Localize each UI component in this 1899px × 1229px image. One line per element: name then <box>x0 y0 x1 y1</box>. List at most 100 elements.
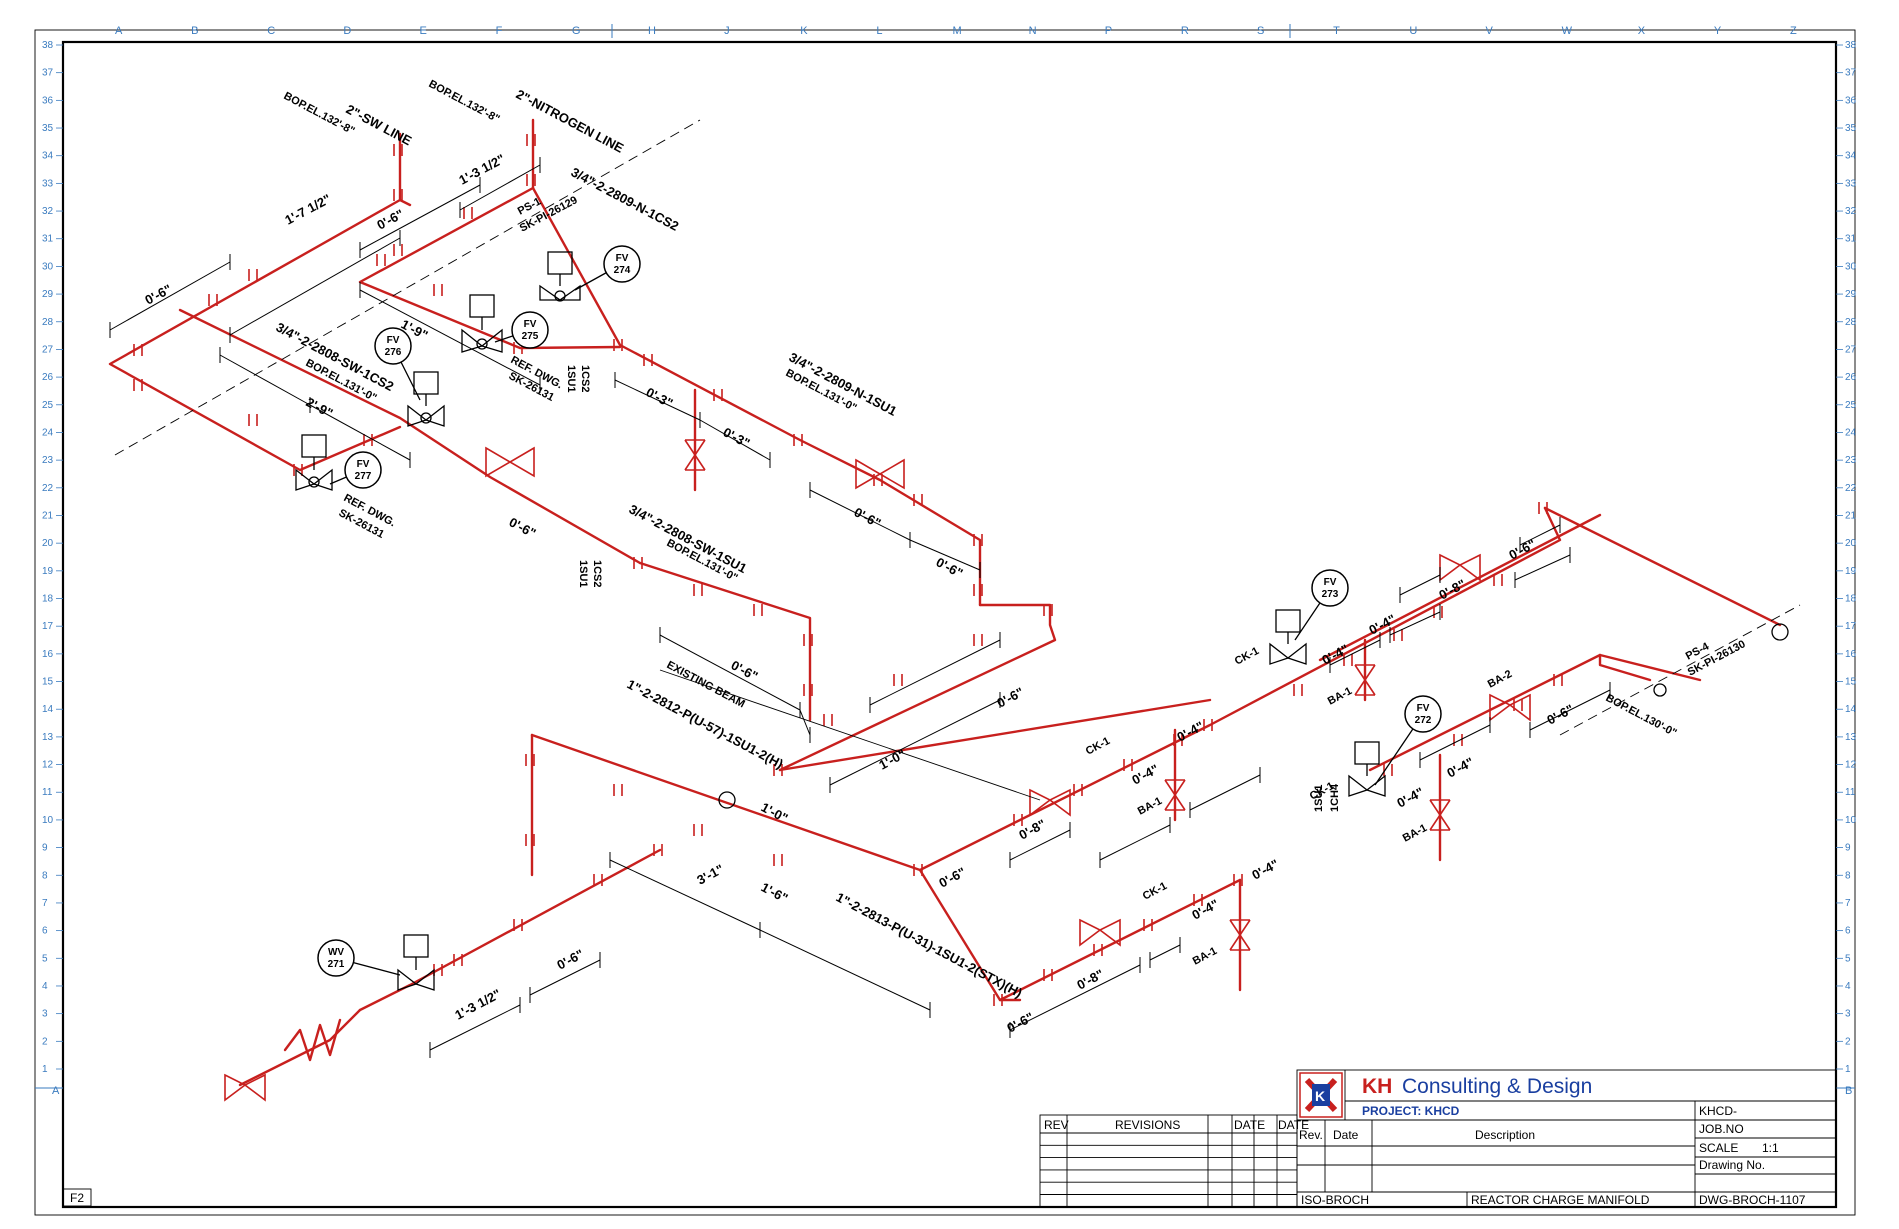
grid-number-left: 30 <box>42 261 54 272</box>
dimension-d34: 0'-6" <box>1544 701 1576 727</box>
dimension-line <box>1189 774 1261 811</box>
grid-letter-top: V <box>1485 25 1493 37</box>
grid-number-left: 36 <box>42 95 54 106</box>
flange <box>1123 759 1133 771</box>
grid-number-right: 33 <box>1845 178 1857 189</box>
flange <box>1073 784 1083 796</box>
grid-number-right: 31 <box>1845 234 1857 245</box>
tag-fv276-type: FV <box>387 335 400 346</box>
flange <box>693 584 703 596</box>
dimension-line <box>609 859 761 931</box>
flange <box>463 207 473 219</box>
grid-number-left: 22 <box>42 483 54 494</box>
grid-number-left: 7 <box>42 898 48 909</box>
company-name-kh: KH <box>1362 1075 1392 1098</box>
grid-number-left: 15 <box>42 677 54 688</box>
flange <box>793 434 803 446</box>
control-valve-fv275 <box>461 294 503 353</box>
flange <box>823 714 833 726</box>
dimension-d22: 0'-4" <box>1129 761 1161 787</box>
control-valve-fv273 <box>1269 609 1307 665</box>
flange <box>133 379 143 391</box>
flange <box>1043 604 1053 616</box>
grid-number-left: 23 <box>42 455 54 466</box>
grid-letter-top: K <box>800 25 808 37</box>
dimension-d1: 1'-7 1/2" <box>282 191 333 228</box>
flange <box>1143 919 1153 931</box>
revisions-date-header-2: DATE <box>1278 1118 1309 1132</box>
scale-value: 1:1 <box>1762 1141 1779 1155</box>
dimension-lines <box>109 157 1611 1058</box>
dimension-line <box>829 699 1001 786</box>
grid-letter-top: R <box>1181 25 1189 37</box>
label-ck1-d: CK-1 <box>1141 880 1169 903</box>
dimension-line <box>659 634 801 711</box>
grid-number-right: 18 <box>1845 594 1857 605</box>
label-ck1-a: CK-1 <box>1233 645 1261 668</box>
label-spec-1su1-a: 1SU1 <box>565 365 577 393</box>
drawing-title: REACTOR CHARGE MANIFOLD <box>1471 1193 1650 1207</box>
grid-number-right: 14 <box>1845 704 1857 715</box>
flange <box>526 134 536 146</box>
tag-bubble-fv277 <box>344 451 382 489</box>
label-spec-1cs2-a: 1CS2 <box>579 365 591 393</box>
dimension-line <box>799 709 811 736</box>
grid-number-left: 27 <box>42 344 54 355</box>
grid-number-right: 3 <box>1845 1009 1851 1020</box>
flange <box>973 634 983 646</box>
pipe-flanges <box>133 134 1563 1006</box>
dimension-line <box>1519 524 1561 546</box>
sheet-size-box <box>62 1188 92 1207</box>
grid-number-right: 5 <box>1845 953 1851 964</box>
scale-label: SCALE <box>1699 1141 1738 1155</box>
dimension-d30: 0'-8" <box>1436 576 1468 602</box>
flange <box>248 414 258 426</box>
grid-letter-top: N <box>1029 25 1037 37</box>
company-logo: K <box>1299 1072 1343 1118</box>
grid-number-right: 30 <box>1845 261 1857 272</box>
grid-number-right: 2 <box>1845 1036 1851 1047</box>
grid-number-right: 16 <box>1845 649 1857 660</box>
dimension-line <box>229 237 401 336</box>
dimension-line <box>459 164 541 211</box>
job-no-label: JOB.NO <box>1699 1122 1744 1136</box>
dimension-d32: 0'-4" <box>1394 784 1426 810</box>
grid-number-left: 37 <box>42 68 54 79</box>
flange <box>1173 734 1183 746</box>
flange <box>693 824 703 836</box>
control-valve-fv274 <box>539 251 581 302</box>
existing-beam-lines <box>114 119 1801 809</box>
flange <box>773 764 783 776</box>
grid-letter-top: P <box>1105 25 1112 37</box>
tag-fv273-type: FV <box>1324 577 1337 588</box>
dimension-line <box>1149 944 1181 961</box>
flange <box>1233 874 1243 886</box>
grid-letter-top: S <box>1257 25 1264 37</box>
sheet-size-label: F2 <box>70 1191 84 1205</box>
control-valve-fv272 <box>1348 741 1386 797</box>
grid-number-left: 38 <box>42 40 54 51</box>
flange <box>803 634 813 646</box>
dimension-d2: 0'-6" <box>374 206 406 232</box>
label-nitrogen-line: 2"-NITROGEN LINE <box>514 86 627 156</box>
flange <box>363 434 373 446</box>
sheet-side-left: A <box>52 1085 60 1097</box>
flange <box>1513 699 1523 711</box>
dimension-line <box>759 929 931 1011</box>
grid-number-right: 24 <box>1845 427 1857 438</box>
dimension-d15: 1'-0" <box>759 799 791 825</box>
dimension-d27: 0'-4" <box>1249 856 1281 882</box>
flange <box>913 494 923 506</box>
flange <box>1383 764 1393 776</box>
tag-fv274-type: FV <box>616 253 629 264</box>
grid-letter-top: W <box>1562 25 1573 37</box>
grid-number-left: 33 <box>42 178 54 189</box>
grid-number-right: 25 <box>1845 400 1857 411</box>
grid-number-right: 37 <box>1845 68 1857 79</box>
grid-number-left: 17 <box>42 621 54 632</box>
grid-number-left: 34 <box>42 151 54 162</box>
grid-number-left: 24 <box>42 427 54 438</box>
grid-number-right: 8 <box>1845 870 1851 881</box>
